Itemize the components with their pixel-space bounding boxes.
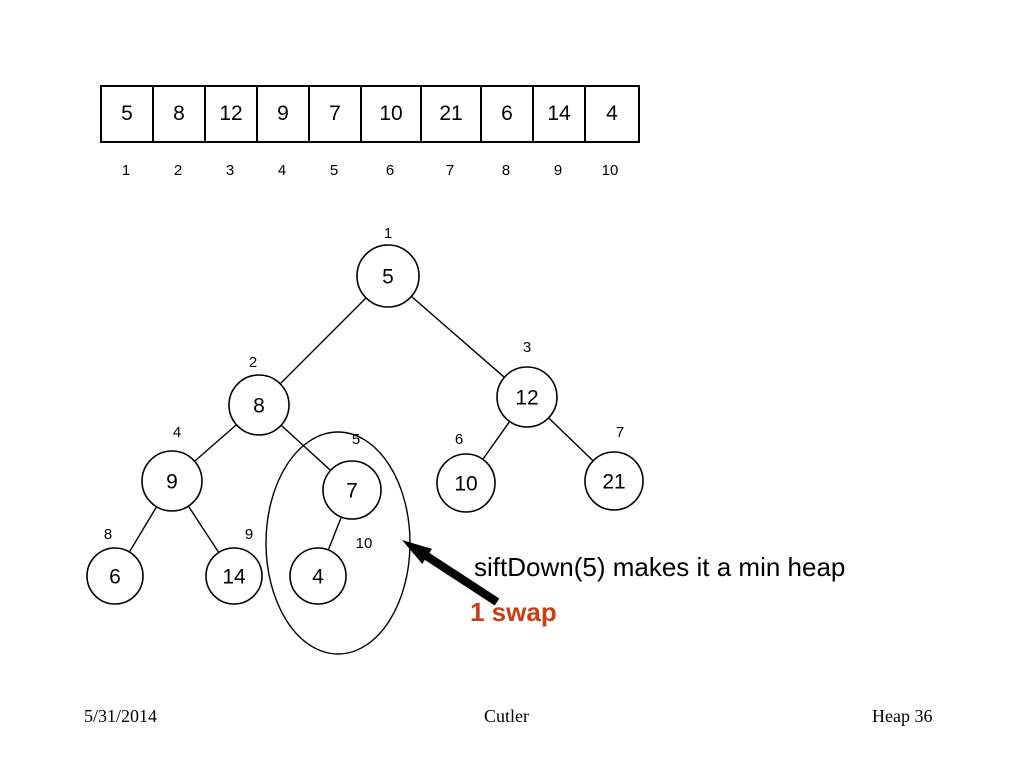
tree-node-circle[interactable] bbox=[86, 547, 144, 605]
array-cell[interactable]: 9 bbox=[258, 87, 310, 141]
tree-edge bbox=[482, 421, 511, 460]
tree-edges-layer bbox=[128, 295, 594, 553]
array-index-label: 2 bbox=[173, 162, 183, 179]
tree-edge bbox=[548, 417, 594, 462]
array-index-label: 10 bbox=[601, 162, 619, 179]
tree-node-circle[interactable] bbox=[584, 451, 644, 511]
tree-node-circle[interactable] bbox=[436, 453, 496, 513]
tree-node-index-label: 4 bbox=[173, 424, 181, 441]
array-cell[interactable]: 14 bbox=[534, 87, 586, 141]
tree-node-value: 6 bbox=[109, 566, 121, 589]
array-index-label: 5 bbox=[329, 162, 339, 179]
footer-author: Cutler bbox=[484, 706, 529, 726]
array-cell[interactable]: 12 bbox=[206, 87, 258, 141]
array-cell[interactable]: 4 bbox=[586, 87, 638, 141]
array-index-label: 6 bbox=[385, 162, 395, 179]
tree-edge bbox=[128, 506, 158, 553]
array-index-label: 1 bbox=[121, 162, 131, 179]
tree-node-value: 4 bbox=[312, 566, 324, 589]
tree-node-value: 10 bbox=[454, 473, 477, 496]
tree-node[interactable]: 68 bbox=[86, 526, 144, 605]
tree-node-value: 8 bbox=[253, 395, 265, 418]
tree-node-circle[interactable] bbox=[289, 547, 347, 605]
tree-node-index-label: 9 bbox=[245, 526, 253, 543]
tree-node-circle[interactable] bbox=[141, 450, 203, 512]
footer-date: 5/31/2014 bbox=[84, 706, 158, 726]
tree-node[interactable]: 51 bbox=[356, 225, 420, 308]
tree-edge bbox=[187, 505, 220, 553]
tree-node-circle[interactable] bbox=[496, 366, 558, 428]
array-index-row: 1 2 3 4 5 6 7 8 9 10 bbox=[100, 162, 636, 179]
footer-slide-label: Heap 36 bbox=[872, 706, 933, 726]
tree-node[interactable]: 12 3 bbox=[496, 339, 558, 428]
tree-edge bbox=[279, 297, 367, 385]
array-cell[interactable]: 7 bbox=[310, 87, 362, 141]
array-cell[interactable]: 6 bbox=[482, 87, 534, 141]
array-cell[interactable]: 10 bbox=[362, 87, 422, 141]
annotation-main-text: siftDown(5) makes it a min heap bbox=[474, 552, 846, 582]
array-index-label: 7 bbox=[445, 162, 455, 179]
tree-node-value: 7 bbox=[346, 480, 358, 503]
tree-node-value: 9 bbox=[166, 471, 178, 494]
tree-node-index-label: 7 bbox=[616, 424, 624, 441]
tree-node[interactable]: 75 bbox=[322, 431, 382, 520]
tree-node[interactable]: 82 bbox=[228, 354, 290, 436]
tree-edge bbox=[327, 516, 342, 551]
tree-node-index-label: 5 bbox=[352, 431, 360, 448]
array-cell[interactable]: 5 bbox=[102, 87, 154, 141]
array-cell[interactable]: 8 bbox=[154, 87, 206, 141]
array-index-label: 3 bbox=[225, 162, 235, 179]
tree-edge bbox=[280, 424, 332, 471]
annotation-swap-count: 1 swap bbox=[470, 597, 557, 627]
tree-node-circle[interactable] bbox=[322, 460, 382, 520]
slide-footer: 5/31/2014 Cutler Heap 36 bbox=[0, 706, 1024, 732]
tree-node-index-label: 3 bbox=[523, 339, 531, 356]
tree-node[interactable]: 10 6 bbox=[436, 431, 496, 513]
tree-node-circle[interactable] bbox=[205, 547, 263, 605]
tree-node-index-label: 6 bbox=[455, 431, 463, 448]
tree-node-value: 5 bbox=[382, 266, 394, 289]
tree-node-value: 12 bbox=[515, 387, 538, 410]
tree-node-circle[interactable] bbox=[228, 374, 290, 436]
array-index-label: 8 bbox=[501, 162, 511, 179]
tree-node-index-label: 8 bbox=[104, 526, 112, 543]
tree-node-index-label: 10 bbox=[356, 535, 373, 552]
highlight-ellipse bbox=[265, 431, 411, 655]
tree-node-circle[interactable] bbox=[356, 244, 420, 308]
tree-node[interactable]: 4 10 bbox=[289, 535, 373, 605]
tree-node-index-label: 2 bbox=[249, 354, 257, 371]
tree-edge bbox=[194, 424, 237, 462]
tree-node-value: 21 bbox=[602, 471, 625, 494]
tree-edge bbox=[410, 295, 505, 378]
tree-node-index-label: 1 bbox=[384, 225, 392, 242]
tree-node[interactable]: 21 7 bbox=[584, 424, 644, 511]
highlight-layer bbox=[265, 431, 411, 655]
tree-node-value: 14 bbox=[222, 566, 246, 589]
array-index-label: 4 bbox=[277, 162, 287, 179]
array-index-label: 9 bbox=[553, 162, 563, 179]
tree-node[interactable]: 94 bbox=[141, 424, 203, 512]
tree-node[interactable]: 14 9 bbox=[205, 526, 263, 605]
array-cell[interactable]: 21 bbox=[422, 87, 482, 141]
